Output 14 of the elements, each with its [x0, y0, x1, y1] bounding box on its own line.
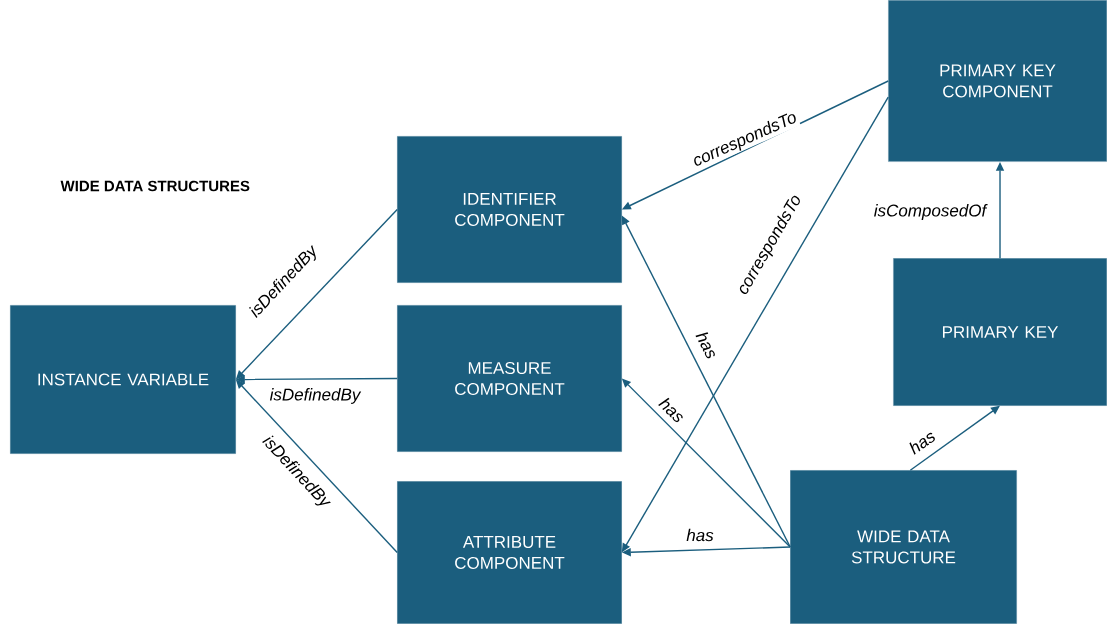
edge-label: has [905, 427, 939, 457]
concept-box: ATTRIBUTE COMPONENT [397, 481, 622, 624]
edge-label: isDefinedBy [268, 387, 362, 405]
concept-box: WIDE DATA STRUCTURE [790, 470, 1017, 624]
concept-box: IDENTIFIER COMPONENT [397, 136, 622, 283]
edge-label: has [693, 328, 721, 362]
edge-label: has [656, 394, 688, 426]
edge-label: isComposedOf [872, 203, 988, 221]
edge-label: has [685, 527, 715, 543]
concept-box: PRIMARY KEY [893, 258, 1107, 406]
concept-box: MEASURE COMPONENT [397, 305, 622, 452]
title: WIDE DATA STRUCTURES [60, 180, 250, 192]
concept-box: INSTANCE VARIABLE [10, 305, 236, 454]
concept-box: PRIMARY KEY COMPONENT [888, 0, 1107, 162]
